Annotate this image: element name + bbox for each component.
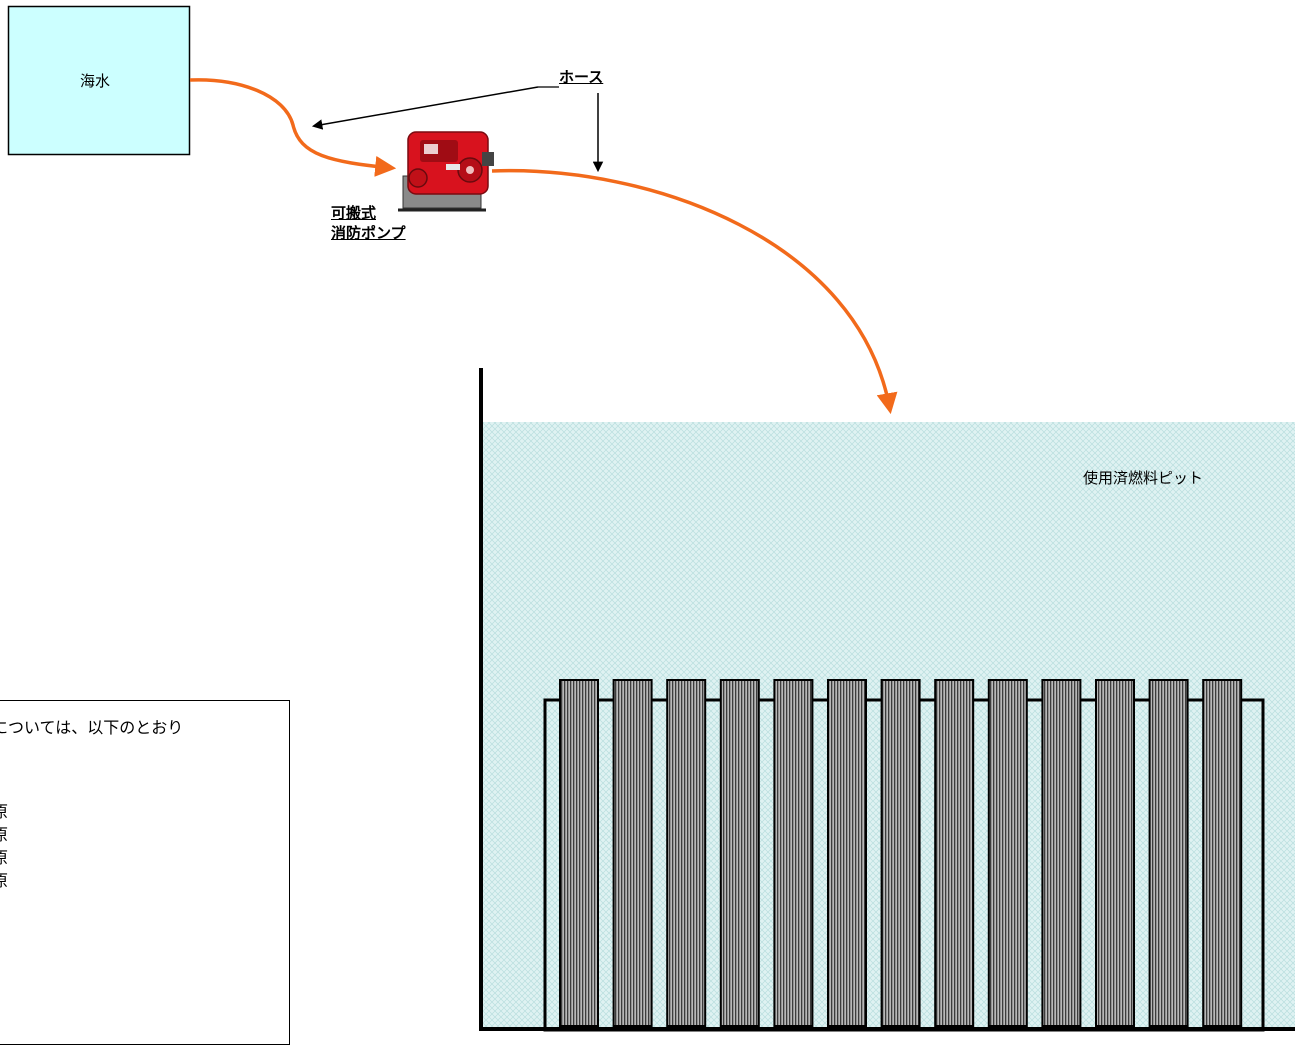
note-item: 原 (0, 848, 9, 867)
hose-pointer-left (311, 86, 539, 130)
note-text: については、以下のとおり (0, 718, 184, 737)
hose-label: ホース (559, 68, 604, 86)
fuel-assembly (1041, 679, 1082, 1027)
hose-line-pump-to-pit (491, 168, 898, 415)
note-list: 原 原 原 原 (0, 800, 8, 892)
portable-fire-pump-label: 可搬式 消防ポンプ (331, 204, 406, 242)
fuel-assemblies (559, 679, 1243, 1027)
fuel-assembly (612, 679, 653, 1027)
sea-water-box (7, 5, 191, 156)
fuel-assembly (934, 679, 975, 1027)
note-box (0, 700, 290, 1045)
fire-pump-icon (398, 131, 494, 212)
fuel-assembly (827, 679, 867, 1027)
fuel-assembly (1202, 679, 1243, 1027)
fuel-assembly (880, 679, 921, 1027)
fuel-assembly (987, 679, 1028, 1027)
note-item: 原 (0, 802, 9, 821)
hose-line-sea-to-pump (189, 78, 397, 177)
spent-fuel-pit-label: 使用済燃料ピット (1083, 469, 1204, 487)
sea-water-label: 海水 (79, 72, 110, 90)
fuel-assembly (1148, 679, 1189, 1027)
fuel-assembly (666, 679, 707, 1027)
note-item: 原 (0, 825, 9, 844)
note-item: 原 (0, 871, 9, 890)
fuel-assembly (559, 679, 599, 1027)
fuel-assembly (773, 679, 814, 1027)
fuel-assembly (719, 679, 760, 1027)
fuel-assembly (1095, 679, 1135, 1027)
